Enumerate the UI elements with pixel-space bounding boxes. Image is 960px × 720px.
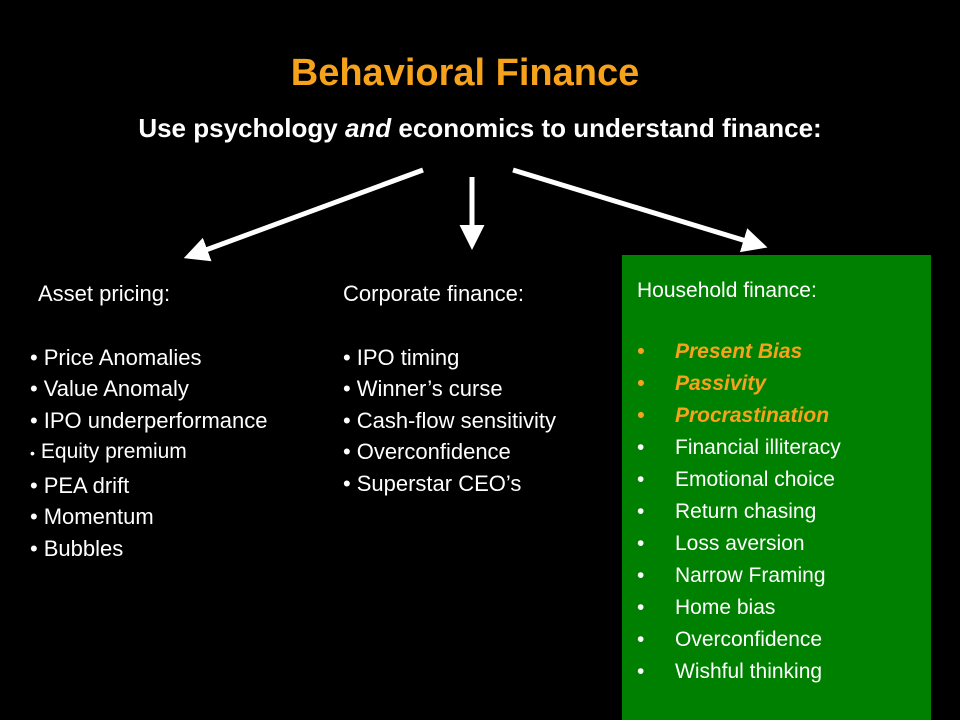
list-item: •Momentum xyxy=(30,501,267,533)
list-item: • Return chasing xyxy=(637,496,841,528)
corporate-finance-list: •IPO timing •Winner’s curse •Cash-flow s… xyxy=(343,342,556,500)
list-item: •Bubbles xyxy=(30,533,267,565)
list-item: •Value Anomaly xyxy=(30,373,267,405)
asset-pricing-column: Asset pricing: •Price Anomalies •Value A… xyxy=(30,278,267,564)
bullet-icon: • xyxy=(343,470,351,496)
corporate-finance-column: Corporate finance: •IPO timing •Winner’s… xyxy=(343,278,556,499)
bullet-icon: • xyxy=(30,472,38,498)
list-item-highlighted: • Procrastination xyxy=(637,400,841,432)
list-item-label: Winner’s curse xyxy=(356,376,503,401)
list-item-label: IPO timing xyxy=(356,344,460,370)
bullet-icon: • xyxy=(637,468,645,491)
list-item-label: Bubbles xyxy=(43,535,124,561)
list-item-label: Present Bias xyxy=(675,340,803,363)
bullet-icon: • xyxy=(343,344,351,370)
list-item-label: Superstar CEO’s xyxy=(356,470,522,496)
list-item: •Cash-flow sensitivity xyxy=(343,405,556,437)
bullet-icon: • xyxy=(30,535,38,561)
list-item: •Winner’s curse xyxy=(343,373,556,405)
list-item: •IPO underperformance xyxy=(30,405,267,437)
bullet-icon: • xyxy=(637,372,645,395)
bullet-icon: • xyxy=(637,596,645,619)
bullet-icon: • xyxy=(637,404,645,427)
list-item: • Financial illiteracy xyxy=(637,432,841,464)
list-item-label: Emotional choice xyxy=(675,468,835,491)
arrow-left xyxy=(183,167,424,262)
bullet-icon: • xyxy=(637,436,645,459)
asset-pricing-heading: Asset pricing: xyxy=(38,281,171,306)
list-item-label: Procrastination xyxy=(675,404,830,427)
bullet-icon: • xyxy=(637,340,645,363)
list-item-label: Price Anomalies xyxy=(43,344,202,370)
bullet-icon: • xyxy=(637,628,645,651)
list-item-label: Passivity xyxy=(675,372,767,395)
list-item: • Overconfidence xyxy=(637,624,841,656)
list-item-label: IPO underperformance xyxy=(43,407,268,433)
bullet-icon: • xyxy=(30,407,38,433)
list-item-label: Momentum xyxy=(43,504,154,529)
household-finance-heading: Household finance: xyxy=(637,279,817,302)
list-item-label: Home bias xyxy=(675,596,776,619)
list-item-label: Return chasing xyxy=(675,500,817,523)
list-item-highlighted: • Present Bias xyxy=(637,336,841,368)
bullet-icon: • xyxy=(30,504,38,529)
list-item-label: Loss aversion xyxy=(675,532,805,555)
list-item: •Superstar CEO’s xyxy=(343,468,556,500)
arrow-right xyxy=(512,167,768,253)
household-finance-list: • Present Bias • Passivity • Procrastinatio… xyxy=(637,336,841,688)
bullet-icon: • xyxy=(30,376,38,401)
subtitle-emphasis: and xyxy=(344,113,392,143)
list-item: • Home bias xyxy=(637,592,841,624)
list-item-highlighted: • Passivity xyxy=(637,368,841,400)
bullet-icon: • xyxy=(637,564,645,587)
list-item: • Wishful thinking xyxy=(637,656,841,688)
asset-pricing-list: •Price Anomalies •Value Anomaly •IPO und… xyxy=(30,342,267,565)
slide-subtitle: Use psychology and economics to understa… xyxy=(0,113,960,144)
subtitle-text-before: Use psychology xyxy=(138,113,345,143)
household-finance-box: Household finance: • Present Bias • Passiv… xyxy=(622,255,931,720)
bullet-icon: • xyxy=(637,532,645,555)
list-item-label: Equity premium xyxy=(40,440,187,463)
list-item-label: Overconfidence xyxy=(356,439,511,464)
slide-title: Behavioral Finance xyxy=(290,52,640,94)
bullet-icon: • xyxy=(30,344,38,370)
list-item-label: Wishful thinking xyxy=(675,660,823,683)
list-item: •Overconfidence xyxy=(343,436,556,468)
bullet-icon: • xyxy=(637,500,645,523)
list-item: •PEA drift xyxy=(30,470,267,502)
list-item-label: Financial illiteracy xyxy=(675,436,841,459)
list-item-label: PEA drift xyxy=(43,472,130,498)
list-item: • Narrow Framing xyxy=(637,560,841,592)
bullet-icon: • xyxy=(343,376,351,401)
list-item-label: Narrow Framing xyxy=(675,564,826,587)
list-item-label: Overconfidence xyxy=(675,628,823,651)
bullet-icon: • xyxy=(343,439,351,464)
list-item: • Loss aversion xyxy=(637,528,841,560)
subtitle-text-after: economics to understand finance: xyxy=(391,113,822,143)
corporate-finance-heading: Corporate finance: xyxy=(343,281,524,306)
list-item-label: Cash-flow sensitivity xyxy=(356,407,556,433)
bullet-icon: • xyxy=(343,407,351,433)
list-item: •IPO timing xyxy=(343,342,556,374)
list-item: • Equity premium xyxy=(30,436,267,470)
bullet-icon: • xyxy=(637,660,645,683)
list-item: •Price Anomalies xyxy=(30,342,267,374)
bullet-icon: • xyxy=(30,445,35,461)
list-item: • Emotional choice xyxy=(637,464,841,496)
list-item-label: Value Anomaly xyxy=(43,376,189,401)
